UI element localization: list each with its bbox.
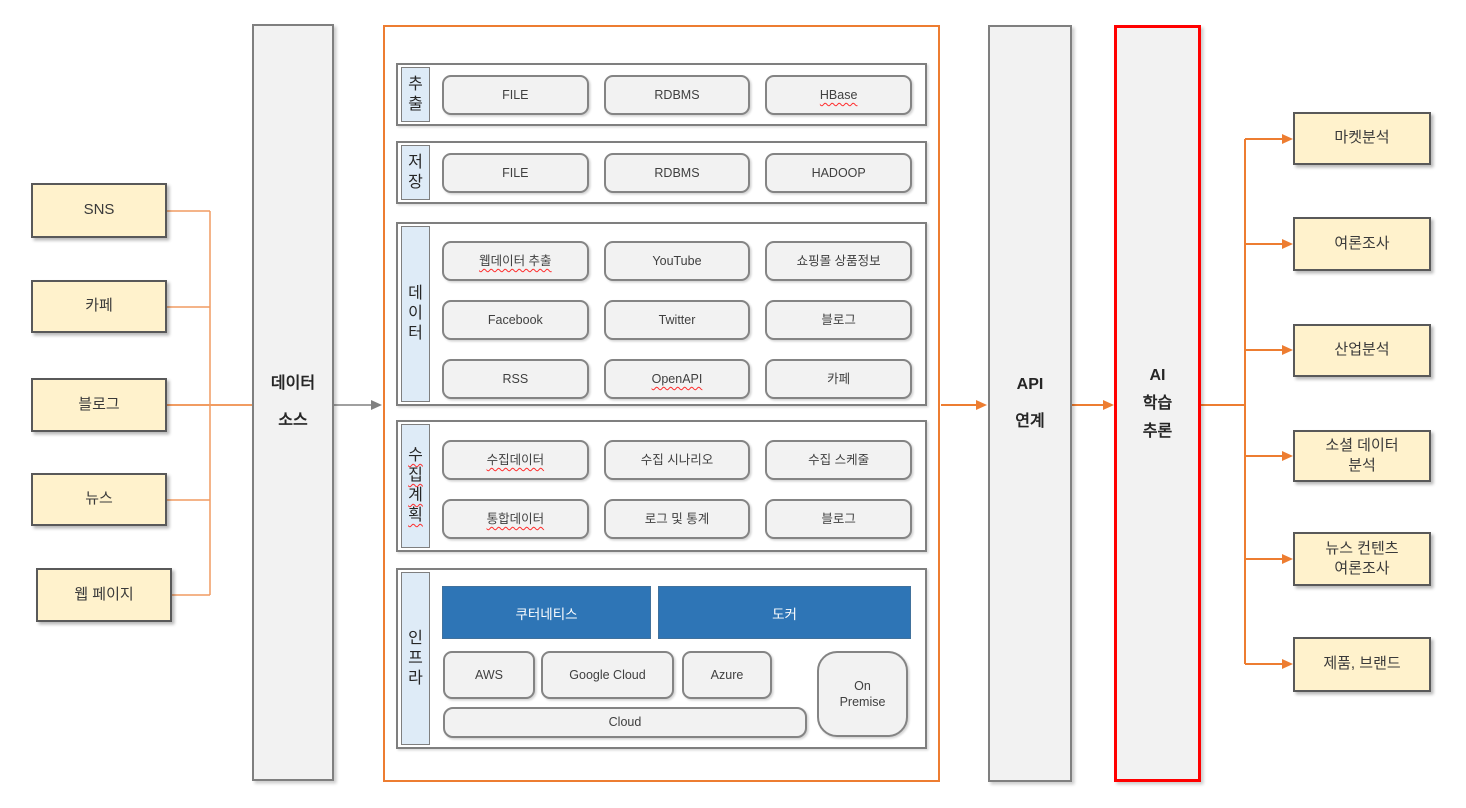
output-connectors bbox=[1201, 134, 1293, 669]
infra-aws: AWS bbox=[443, 651, 535, 699]
platform-item: 쇼핑몰 상품정보 bbox=[765, 241, 912, 281]
data-source-column: 데이터 소스 bbox=[252, 24, 334, 781]
row-plan-label: 수집계획 bbox=[401, 424, 430, 548]
output-box-industry-analysis: 산업분석 bbox=[1293, 324, 1431, 377]
row-infra: 인프라 쿠터네티스 도커 AWS Google Cloud Azure On P… bbox=[396, 568, 927, 749]
platform-item: 수집데이터 bbox=[442, 440, 589, 480]
ai-column: AI 학습 추론 bbox=[1114, 25, 1201, 782]
row-plan: 수집계획 수집데이터 수집 시나리오 수집 스케줄 통합데이터 로그 및 통계 … bbox=[396, 420, 927, 552]
platform-item: RSS bbox=[442, 359, 589, 399]
row-data-label: 데이터 bbox=[401, 226, 430, 402]
platform-item: 로그 및 통계 bbox=[603, 499, 751, 539]
platform-item: 웹데이터 추출 bbox=[442, 241, 589, 281]
row-infra-label: 인프라 bbox=[401, 572, 430, 745]
platform-item: HBase bbox=[765, 75, 912, 115]
api-column: API 연계 bbox=[988, 25, 1072, 782]
row-store-label: 저장 bbox=[401, 145, 430, 200]
api-to-ai-arrow bbox=[1072, 400, 1114, 410]
infra-google-cloud: Google Cloud bbox=[541, 651, 674, 699]
platform-item: 통합데이터 bbox=[442, 499, 589, 539]
platform-frame: 추출 FILE RDBMS HBase 저장 FILE RDBMS HADOOP… bbox=[383, 25, 940, 782]
data-source-arrow bbox=[334, 400, 382, 410]
row-store: 저장 FILE RDBMS HADOOP bbox=[396, 141, 927, 204]
platform-item: 수집 스케줄 bbox=[765, 440, 912, 480]
infra-azure: Azure bbox=[682, 651, 772, 699]
platform-item: 수집 시나리오 bbox=[603, 440, 751, 480]
output-box-opinion-poll: 여론조사 bbox=[1293, 217, 1431, 271]
platform-item: FILE bbox=[442, 153, 589, 193]
platform-item: Twitter bbox=[603, 300, 751, 340]
output-box-news-content-poll: 뉴스 컨텐츠 여론조사 bbox=[1293, 532, 1431, 586]
left-connectors bbox=[167, 210, 252, 596]
platform-to-api-arrow bbox=[941, 400, 987, 410]
output-box-social-data-analysis: 소셜 데이터 분석 bbox=[1293, 430, 1431, 482]
output-box-product-brand: 제품, 브랜드 bbox=[1293, 637, 1431, 692]
platform-item: 블로그 bbox=[765, 300, 912, 340]
infra-kubernetes: 쿠터네티스 bbox=[442, 586, 651, 639]
platform-item: 카페 bbox=[765, 359, 912, 399]
row-data: 데이터 웹데이터 추출 YouTube 쇼핑몰 상품정보 Facebook Tw… bbox=[396, 222, 927, 406]
output-box-market-analysis: 마켓분석 bbox=[1293, 112, 1431, 165]
row-extract-label: 추출 bbox=[401, 67, 430, 122]
platform-item: 블로그 bbox=[765, 499, 912, 539]
platform-item: FILE bbox=[442, 75, 589, 115]
infra-on-premise: On Premise bbox=[817, 651, 908, 737]
platform-item: OpenAPI bbox=[603, 359, 751, 399]
source-box-sns: SNS bbox=[31, 183, 167, 238]
platform-item: Facebook bbox=[442, 300, 589, 340]
source-box-cafe: 카페 bbox=[31, 280, 167, 333]
source-box-webpage: 웹 페이지 bbox=[36, 568, 172, 622]
platform-item: HADOOP bbox=[765, 153, 912, 193]
infra-docker: 도커 bbox=[658, 586, 911, 639]
infra-cloud: Cloud bbox=[443, 707, 807, 738]
platform-item: YouTube bbox=[603, 241, 751, 281]
source-box-news: 뉴스 bbox=[31, 473, 167, 526]
platform-item: RDBMS bbox=[603, 153, 751, 193]
platform-item: RDBMS bbox=[603, 75, 751, 115]
source-box-blog: 블로그 bbox=[31, 378, 167, 432]
row-extract: 추출 FILE RDBMS HBase bbox=[396, 63, 927, 126]
